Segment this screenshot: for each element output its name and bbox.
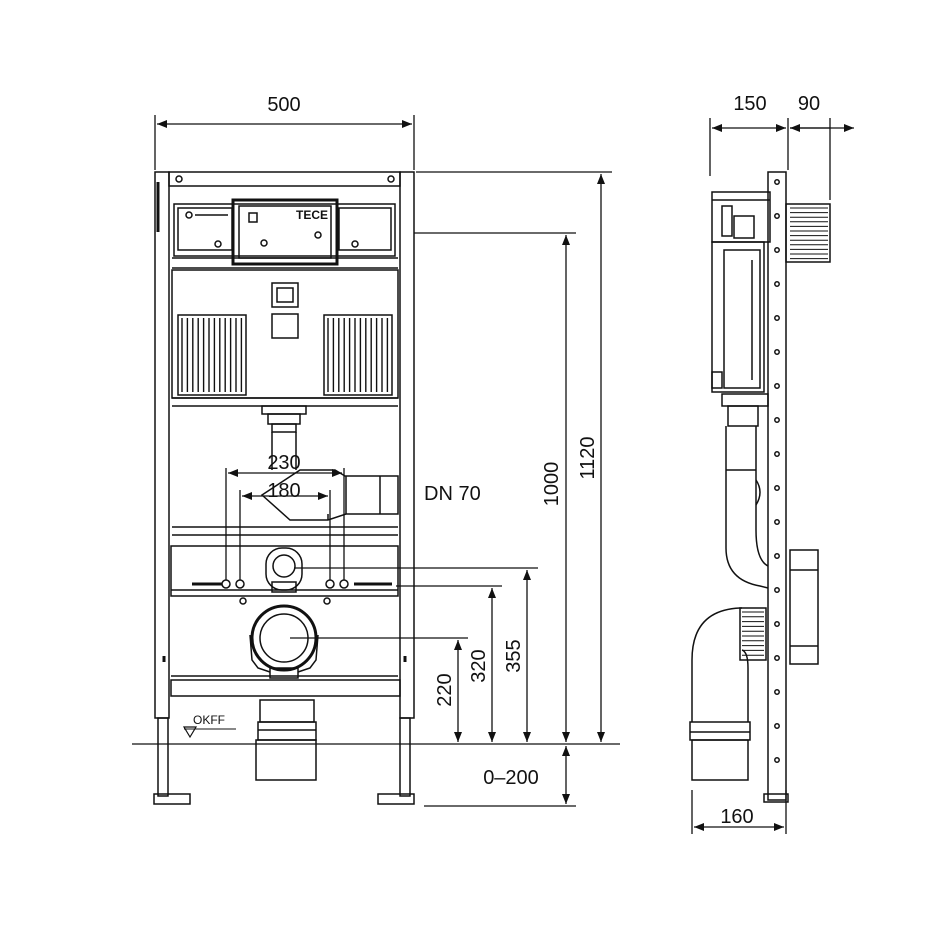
left-cistern-grille [177, 314, 247, 396]
right-cistern-grille [323, 314, 393, 396]
side-drain-socket [789, 549, 819, 665]
cistern-body [171, 269, 399, 399]
front-dimensions [154, 115, 612, 807]
drain-height-label: 220 [434, 673, 456, 706]
cistern-top [173, 203, 396, 257]
floor-reference-label: OKFF [193, 713, 225, 727]
side-frame-post [767, 171, 787, 801]
stud-bracket-beam [170, 545, 399, 597]
side-base-label: 160 [720, 806, 753, 828]
stud-spacing-outer-label: 230 [267, 452, 300, 474]
inspection-window [271, 282, 299, 308]
side-dimensions [691, 118, 854, 834]
drain-size-label: DN 70 [424, 483, 481, 505]
right-frame-post [399, 171, 415, 719]
feed-height-label: 320 [468, 649, 490, 682]
floor-adjust-label: 0–200 [483, 767, 539, 789]
wall-plate [785, 203, 831, 263]
brand-mark: TECE [296, 208, 328, 222]
stud-spacing-inner-label: 180 [267, 480, 300, 502]
bottom-rail [170, 679, 401, 697]
stud-bolt [221, 579, 231, 589]
extra-depth-label: 90 [798, 93, 820, 115]
side-cistern [711, 241, 765, 393]
front-view: TECE [153, 171, 415, 805]
total-height-label: 1120 [577, 436, 599, 479]
actuation-height-label: 1000 [541, 462, 563, 507]
left-frame-post [154, 171, 170, 719]
actuator-plate [231, 198, 339, 266]
floor-reference: OKFF [132, 713, 620, 745]
frame-depth-label: 150 [733, 93, 766, 115]
bracket-height-label: 355 [503, 639, 525, 672]
width-dimension-label: 500 [267, 94, 300, 116]
top-rail [168, 171, 401, 187]
waste-pipe [259, 699, 315, 723]
water-feed-connector [265, 547, 303, 591]
flush-outlet [261, 405, 307, 415]
right-leg [399, 717, 411, 797]
left-leg [157, 717, 169, 797]
side-flush-pipe [725, 426, 769, 589]
side-view [689, 171, 831, 803]
